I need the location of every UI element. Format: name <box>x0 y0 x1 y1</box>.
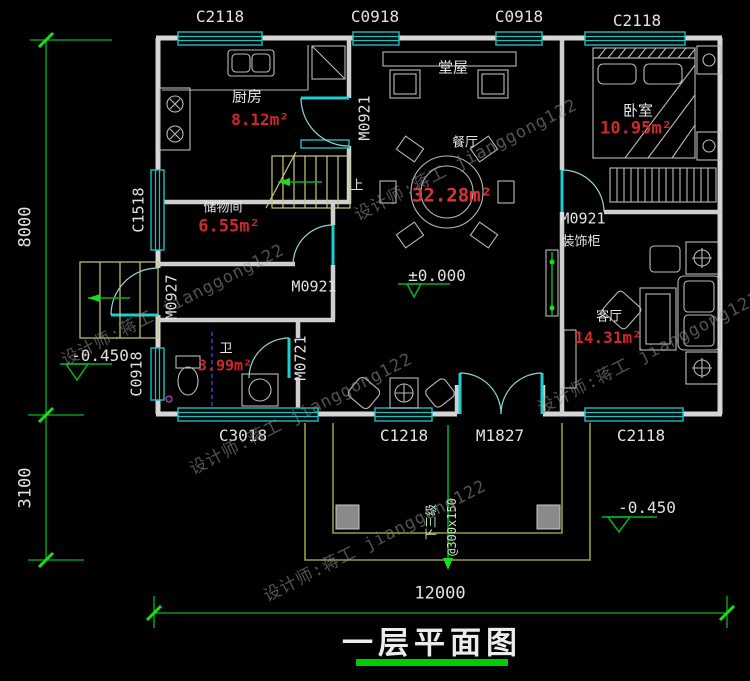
label-dim-8000: 8000 <box>15 206 36 248</box>
label-dim-3100: 3100 <box>15 467 36 509</box>
washing-machine <box>389 377 419 409</box>
label-door-m0921-kitchen: M0921 <box>355 95 374 141</box>
label-deco-cabinet: 装饰柜 <box>561 234 601 250</box>
label-door-m1827: M1827 <box>475 426 525 445</box>
label-window-c0918-left: C0918 <box>127 351 146 397</box>
label-area-storage: 6.55m² <box>198 216 260 237</box>
level-markers <box>60 283 657 534</box>
label-door-m0921-bedroom: M0921 <box>560 209 606 228</box>
label-area-bath: 3.99m² <box>197 356 253 375</box>
deco-cabinet <box>545 249 559 317</box>
title-underline <box>356 659 508 666</box>
door-bath-m0721 <box>248 337 291 379</box>
label-area-kitchen: 8.12m² <box>231 110 289 129</box>
label-window-c2118-bottom: C2118 <box>616 426 666 445</box>
label-door-m0721: M0721 <box>291 335 310 381</box>
hall-furniture <box>379 51 517 249</box>
label-window-c0918-top-center-right: C0918 <box>494 7 544 26</box>
label-window-c3018: C3018 <box>218 426 268 445</box>
side-steps <box>79 261 159 339</box>
door-main-m1827 <box>458 372 544 415</box>
bedroom-furniture <box>592 45 722 203</box>
door-bedroom-m0921 <box>560 169 605 213</box>
label-room-kitchen: 厨房 <box>231 87 263 106</box>
label-level-side: -0.450 <box>71 346 129 365</box>
window-c0918-top-center-left <box>352 31 400 46</box>
stairs <box>265 151 351 209</box>
window-c0918-top-center-right <box>495 31 543 46</box>
label-door-m0921-corridor: M0921 <box>291 277 337 296</box>
dimension-lines <box>28 31 736 628</box>
label-room-dining: 餐厅 <box>451 135 479 151</box>
window-c1218-bottom <box>374 407 433 422</box>
window-c0918-left <box>150 347 165 401</box>
label-room-living: 客厅 <box>595 309 623 325</box>
window-c2118-bottom <box>584 407 684 422</box>
label-window-c1518: C1518 <box>129 187 148 233</box>
label-room-hall: 堂屋 <box>437 58 469 77</box>
living-furniture <box>563 241 721 389</box>
label-room-bedroom: 卧室 <box>622 101 654 120</box>
label-room-storage: 储物间 <box>203 200 243 216</box>
label-area-hall: 32.28m² <box>411 184 493 207</box>
bathroom-fixtures <box>165 332 279 408</box>
windows <box>150 31 686 422</box>
label-stairs-up: 上 <box>350 178 364 194</box>
utility-fixtures <box>347 376 455 410</box>
doors <box>110 96 605 415</box>
window-c3018-bottom <box>177 407 319 422</box>
label-window-c2118-top-left: C2118 <box>195 7 245 26</box>
window-c2118-top-left <box>177 31 263 46</box>
label-window-c1218: C1218 <box>379 426 429 445</box>
stove <box>159 87 191 151</box>
label-room-bath: 卫 <box>219 341 233 357</box>
window-c2118-top-right <box>584 31 686 46</box>
fridge <box>311 45 346 80</box>
wardrobe <box>609 167 717 203</box>
drawing-title: 一层平面图 <box>342 625 522 662</box>
door-side-m0927 <box>110 267 159 317</box>
interior-walls <box>158 38 722 414</box>
dining-table <box>379 135 515 249</box>
label-window-c2118-top-right: C2118 <box>612 11 662 30</box>
door-corridor-m0921 <box>292 224 335 266</box>
label-window-c0918-top-center-left: C0918 <box>350 7 400 26</box>
label-level-porch: -0.450 <box>618 498 676 517</box>
kitchen-furniture <box>159 45 346 151</box>
label-area-bedroom: 10.95m² <box>600 118 672 139</box>
window-c1518-left <box>150 169 165 251</box>
label-area-living: 14.31m² <box>574 328 642 347</box>
label-level-main: ±0.000 <box>408 266 466 285</box>
door-kitchen-m0921 <box>300 96 350 149</box>
porch <box>304 423 591 570</box>
label-dim-12000: 12000 <box>414 583 466 604</box>
